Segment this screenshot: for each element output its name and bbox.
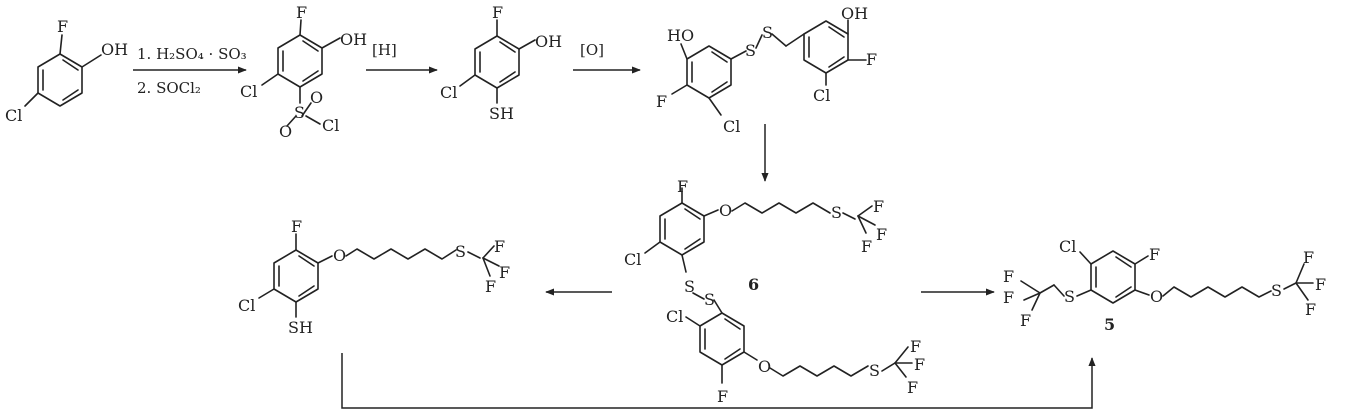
atom-F: F: [1003, 267, 1014, 286]
starting-phenol: F OH Cl: [5, 17, 128, 125]
thiophenol: F OH Cl SH: [440, 3, 562, 123]
atom-O: O: [333, 246, 346, 265]
atom-F: F: [1305, 300, 1316, 319]
atom-O: O: [310, 88, 323, 107]
atom-Cl: Cl: [240, 82, 257, 101]
atom-O: O: [758, 357, 771, 376]
atom-F: F: [1020, 311, 1031, 330]
atom-OH: OH: [101, 40, 128, 59]
atom-S: S: [684, 277, 695, 296]
atom-HO: HO: [667, 26, 694, 45]
atom-F: F: [656, 92, 667, 111]
atom-F: F: [717, 387, 728, 406]
thiol-intermediate: F Cl SH O S F F F: [238, 217, 510, 337]
atom-S: S: [1271, 281, 1282, 300]
atom-F: F: [485, 277, 496, 296]
compound-6: F Cl O S F F F S S Cl O S F F F F 6: [624, 177, 925, 406]
atom-SH: SH: [288, 318, 313, 337]
atom-OH: OH: [841, 4, 868, 23]
atom-F: F: [876, 225, 887, 244]
atom-F: F: [1315, 275, 1326, 294]
atom-F: F: [866, 50, 877, 69]
atom-S: S: [1064, 287, 1075, 306]
atom-O: O: [1150, 287, 1163, 306]
atom-S: S: [294, 103, 305, 122]
atom-SH: SH: [489, 104, 514, 123]
atom-F: F: [296, 3, 307, 22]
atom-F: F: [914, 355, 925, 374]
atom-F: F: [907, 378, 918, 397]
atom-O: O: [719, 201, 732, 220]
atom-Cl: Cl: [723, 117, 740, 136]
atom-F: F: [861, 237, 872, 256]
atom-F: F: [873, 197, 884, 216]
condition-step2: [H]: [372, 41, 397, 59]
atom-F: F: [910, 337, 921, 356]
atom-Cl: Cl: [440, 83, 457, 102]
condition-step1-line1: 1. H₂SO₄ · SO₃: [137, 45, 247, 63]
atom-F: F: [1003, 288, 1014, 307]
atom-F: F: [1303, 248, 1314, 267]
atom-S: S: [704, 290, 715, 309]
arrow-bracket: [341, 353, 1096, 409]
atom-S: S: [869, 361, 880, 380]
atom-S: S: [745, 41, 756, 60]
atom-F: F: [499, 263, 510, 282]
compound-number-5: 5: [1104, 315, 1115, 334]
atom-O: O: [279, 122, 292, 141]
phenol-disulfide: HO F Cl S S OH F Cl: [656, 4, 877, 136]
atom-F: F: [1149, 245, 1160, 264]
condition-step3: [O]: [580, 41, 604, 59]
atom-Cl: Cl: [813, 86, 830, 105]
compound-5: Cl F S F F F O S F F F 5: [1003, 237, 1326, 334]
atom-OH: OH: [535, 32, 562, 51]
atom-F: F: [291, 217, 302, 236]
atom-F: F: [494, 237, 505, 256]
atom-Cl: Cl: [666, 307, 683, 326]
atom-F: F: [492, 3, 503, 22]
atom-F: F: [677, 177, 688, 196]
atom-Cl: Cl: [624, 250, 641, 269]
compound-number-6: 6: [748, 275, 759, 294]
atom-S: S: [762, 23, 773, 42]
sulfonyl-chloride: F OH Cl S O O Cl: [240, 3, 367, 141]
atom-Cl: Cl: [1059, 237, 1076, 256]
atom-S: S: [455, 242, 466, 261]
atom-F: F: [57, 17, 68, 36]
condition-step1-line2: 2. SOCl₂: [137, 79, 201, 97]
atom-Cl: Cl: [5, 106, 22, 125]
atom-Cl: Cl: [238, 296, 255, 315]
atom-S: S: [831, 203, 842, 222]
atom-Cl: Cl: [322, 116, 339, 135]
atom-OH: OH: [340, 30, 367, 49]
